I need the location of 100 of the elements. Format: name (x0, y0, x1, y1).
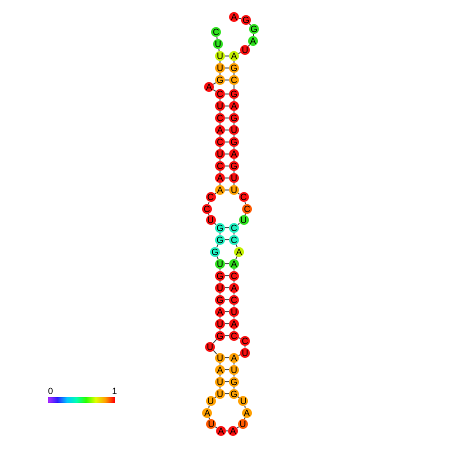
nucleotide-circle: G (229, 161, 239, 171)
nucleotide-circle: C (206, 192, 216, 202)
nucleotide-circle: U (238, 215, 248, 226)
nucleotide-circle: U (229, 306, 239, 317)
base-pair-line (224, 357, 230, 358)
nucleotide-circle: A (215, 173, 225, 183)
nucleotide-circle: A (229, 101, 239, 111)
nucleotide-circle: C (215, 113, 225, 123)
nucleotide-circle: A (215, 185, 225, 195)
nucleotide-circle: A (215, 306, 225, 317)
nucleotide-circle: G (215, 234, 225, 245)
nucleotide-circle: A (234, 246, 244, 257)
backbone-line (252, 33, 254, 37)
nucleotide-circle: A (242, 408, 252, 418)
nucleotide-circle: A (229, 258, 239, 269)
nucleotide-circle: C (229, 222, 239, 233)
nucleotide-circle: U (215, 376, 225, 387)
base-pair-line (224, 381, 230, 382)
base-pair-line (224, 239, 230, 240)
nucleotide-circle: A (215, 125, 225, 135)
nucleotide-circle: G (215, 270, 225, 281)
nucleotide-circle: U (240, 45, 250, 55)
base-pair-line (224, 263, 230, 264)
backbone-line (244, 202, 246, 205)
nucleotide-circle: G (215, 294, 225, 305)
nucleotide-circle: U (215, 352, 225, 363)
nucleotide-circle: G (229, 89, 239, 99)
nucleotide-circle: U (215, 101, 225, 111)
nucleotide-circle: U (206, 215, 216, 226)
nucleotide-circle: U (238, 396, 248, 406)
nucleotide-circle: U (215, 388, 225, 399)
nucleotide-circle: G (215, 75, 225, 85)
nucleotide-circle: C (229, 330, 239, 341)
base-pair-line (224, 335, 230, 336)
nucleotide-circle: C (229, 75, 239, 85)
nucleotide-circle: C (242, 204, 252, 214)
nucleotide-circle: C (229, 234, 239, 245)
backbone-line (248, 23, 252, 26)
nucleotide-circle: C (215, 137, 225, 147)
nucleotide-circle: A (204, 82, 214, 92)
nucleotide-circle: G (229, 376, 239, 387)
nucleotide-circle: U (206, 418, 216, 429)
nucleotide-circle: G (249, 24, 259, 34)
nucleotide-circle: U (240, 348, 250, 358)
nucleotide-circle: C (229, 294, 239, 305)
nucleotide-circle: C (202, 204, 212, 214)
nucleotide-circle: U (213, 39, 223, 49)
nucleotide-circle: A (229, 352, 239, 363)
nucleotide-circle: C (238, 192, 248, 202)
nucleotide-circle: U (229, 185, 239, 195)
nucleotide-circle: A (202, 408, 212, 418)
nucleotide-circle: A (215, 364, 225, 375)
base-pair-line (224, 323, 230, 324)
backbone-line (212, 82, 216, 85)
nucleotide-circle: A (229, 12, 239, 22)
backbone-line (212, 89, 216, 92)
base-pair-line (224, 393, 230, 394)
nucleotide-circle: A (229, 318, 239, 329)
backbone-line (248, 44, 250, 47)
nucleotide-circle: A (229, 51, 239, 61)
nucleotide-circle: C (211, 27, 221, 37)
nucleotide-circle: G (229, 137, 239, 147)
scale-tick-label: 0 (48, 386, 54, 396)
nucleotide-circle: U (215, 282, 225, 293)
scale-tick-label: 1 (112, 386, 118, 396)
nucleotide-circle: U (229, 173, 239, 183)
nucleotide-circle: A (248, 36, 258, 46)
base-pair-line (224, 311, 230, 312)
nucleotide-circle: U (215, 318, 225, 329)
nucleotide-circle: U (215, 258, 225, 269)
nucleotide-circle: A (229, 282, 239, 293)
nucleotide-circle: U (206, 396, 216, 406)
nucleotide-circle: A (216, 426, 226, 436)
nucleotide-circle: G (215, 222, 225, 233)
nucleotide-circle: U (215, 149, 225, 159)
nucleotide-circle: A (229, 149, 239, 159)
nucleotide-circle: G (229, 63, 239, 73)
nucleotide-circle: U (205, 342, 215, 352)
nucleotide-circle: U (238, 418, 248, 429)
backbone-line (208, 202, 210, 205)
nucleotide-circle: C (215, 89, 225, 99)
nucleotide-circle: G (241, 15, 251, 25)
base-pair-line (224, 287, 230, 288)
nucleotide-circle: G (229, 113, 239, 123)
nucleotide-circle: G (210, 246, 220, 257)
nucleotide-circle: G (215, 330, 225, 341)
nucleotide-circle: U (215, 51, 225, 61)
base-pair-line (224, 227, 230, 228)
nucleotide-circle: C (215, 161, 225, 171)
nucleotide-circle: U (215, 63, 225, 73)
nucleotide-circle: A (228, 426, 238, 436)
nucleotide-circle: C (229, 270, 239, 281)
base-pair-line (224, 275, 230, 276)
nucleotide-circle: U (229, 125, 239, 135)
backbone-line (244, 213, 246, 216)
backbone-line (212, 338, 218, 344)
backbone-line (208, 213, 210, 216)
nucleotide-circle: C (240, 336, 250, 346)
base-pair-line (224, 369, 230, 370)
nucleotide-circle: G (229, 388, 239, 399)
